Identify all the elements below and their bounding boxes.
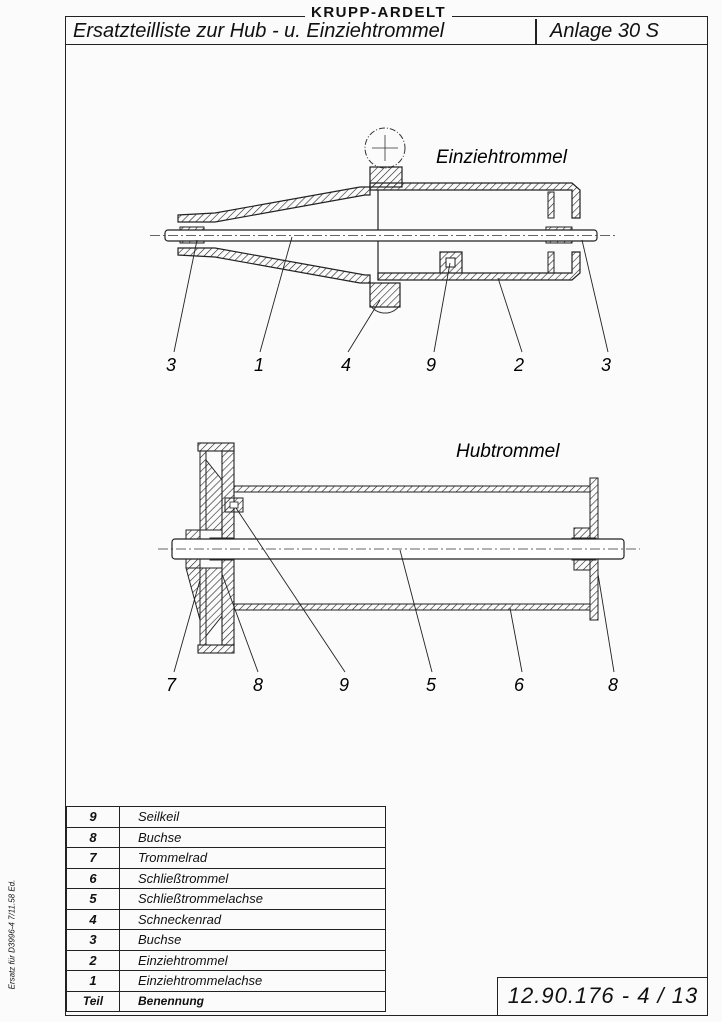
hubtrommel-diagram: Hubtrommel	[158, 441, 640, 695]
part-number: 4	[66, 908, 120, 930]
part-name: Buchse	[119, 826, 386, 848]
column-header-name: Benennung	[119, 990, 386, 1012]
einziehtrommel-title: Einziehtrommel	[436, 147, 568, 168]
hubtrommel-title: Hubtrommel	[456, 441, 560, 462]
part-number: 5	[66, 888, 120, 910]
part-name: Schließtrommel	[119, 867, 386, 889]
column-header-part: Teil	[66, 990, 120, 1012]
part-number: 6	[66, 867, 120, 889]
worm-wheel-bottom	[369, 282, 401, 308]
callout: 5	[426, 675, 437, 695]
sheet-title: Ersatzteilliste zur Hub - u. Einziehtrom…	[73, 20, 445, 42]
callout: 3	[166, 355, 176, 375]
part-name: Einziehtrommelachse	[119, 970, 386, 992]
callout: 4	[341, 355, 351, 375]
part-name: Schließtrommelachse	[119, 888, 386, 910]
callout: 9	[426, 355, 436, 375]
part-number: 8	[66, 826, 120, 848]
annex-label: Anlage 30 S	[550, 20, 659, 42]
title-block: Ersatzteilliste zur Hub - u. Einziehtrom…	[65, 19, 708, 45]
callout: 3	[601, 355, 611, 375]
part-number: 9	[66, 806, 120, 828]
callout: 8	[253, 675, 263, 695]
part-name: Buchse	[119, 929, 386, 951]
einziehtrommel-diagram: Einziehtrommel	[150, 127, 615, 375]
callout: 7	[166, 675, 177, 695]
drum-shell-bottom	[233, 603, 591, 611]
part-number: 7	[66, 847, 120, 869]
company-name: KRUPP-ARDELT	[305, 4, 453, 21]
title-divider	[535, 19, 537, 45]
worm-circle-top	[364, 127, 406, 169]
callout: 9	[339, 675, 349, 695]
part-name: Trommelrad	[119, 847, 386, 869]
drum-shell-top	[233, 485, 591, 493]
part-name: Einziehtrommel	[119, 949, 386, 971]
callout: 2	[513, 355, 524, 375]
part-number: 3	[66, 929, 120, 951]
callout: 1	[254, 355, 264, 375]
part-number: 1	[66, 970, 120, 992]
part-name: Schneckenrad	[119, 908, 386, 930]
part-number: 2	[66, 949, 120, 971]
document-number: 12.90.176 - 4 / 13	[497, 977, 708, 1015]
part-name: Seilkeil	[119, 806, 386, 828]
callout: 8	[608, 675, 618, 695]
callout: 6	[514, 675, 525, 695]
